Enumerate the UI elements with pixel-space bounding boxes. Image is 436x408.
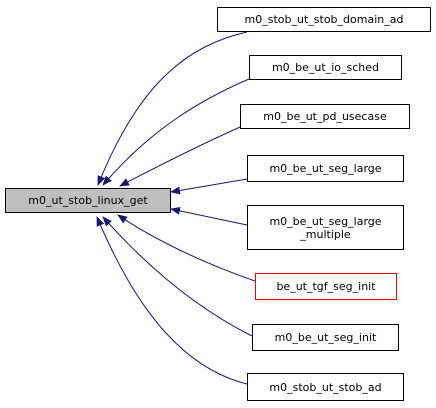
- caller-node-seg-large[interactable]: m0_be_ut_seg_large: [247, 155, 404, 182]
- caller-node-tgf-seg-init[interactable]: be_ut_tgf_seg_init: [255, 273, 397, 300]
- edge-seg-large: [170, 178, 248, 195]
- main-function-node[interactable]: m0_ut_stob_linux_get: [5, 188, 171, 213]
- caller-label: be_ut_tgf_seg_init: [276, 280, 376, 293]
- edge-stob-domain-ad: [97, 31, 248, 186]
- caller-label: m0_be_ut_seg_init: [274, 331, 377, 344]
- caller-label-line2: _multiple: [300, 227, 351, 241]
- edge-stob-ad: [96, 216, 248, 385]
- caller-node-seg-large-multiple[interactable]: m0_be_ut_seg_large _multiple: [247, 205, 404, 250]
- caller-label-line1: m0_be_ut_seg_large: [269, 214, 382, 228]
- edge-seg-init: [102, 216, 253, 337]
- caller-label: m0_be_ut_io_sched: [271, 61, 380, 74]
- caller-node-pd-usecase[interactable]: m0_be_ut_pd_usecase: [240, 104, 410, 129]
- edge-tgf-seg-init: [117, 214, 256, 282]
- main-function-label: m0_ut_stob_linux_get: [28, 194, 148, 207]
- caller-label: m0_be_ut_pd_usecase: [263, 110, 387, 123]
- caller-node-stob-domain-ad[interactable]: m0_stob_ut_stob_domain_ad: [217, 7, 431, 32]
- caller-label: m0_stob_ut_stob_ad: [269, 380, 382, 394]
- caller-node-stob-ad[interactable]: m0_stob_ut_stob_ad: [247, 373, 404, 401]
- caller-label: m0_be_ut_seg_large: [269, 162, 382, 175]
- caller-node-io-sched[interactable]: m0_be_ut_io_sched: [249, 55, 402, 80]
- caller-label: m0_stob_ut_stob_domain_ad: [244, 13, 404, 26]
- edge-pd-usecase: [119, 126, 241, 187]
- edge-io-sched: [102, 78, 250, 186]
- caller-node-seg-init[interactable]: m0_be_ut_seg_init: [252, 324, 399, 351]
- edge-seg-large-multiple: [170, 206, 248, 226]
